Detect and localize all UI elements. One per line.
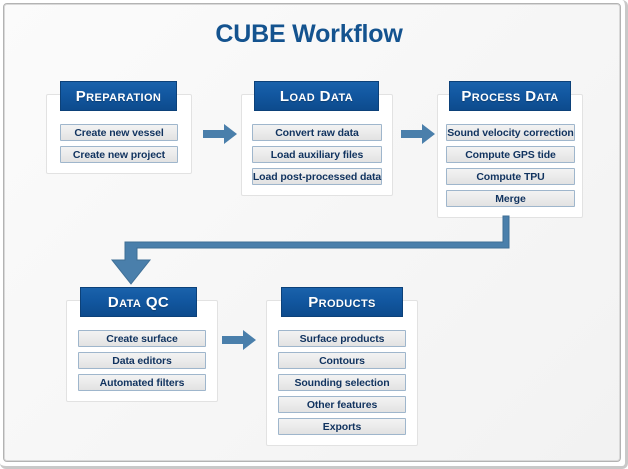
arrow-right-icon — [203, 124, 237, 144]
node-item-data-editors[interactable]: Data editors — [78, 352, 206, 369]
node-item-compute-tpu[interactable]: Compute TPU — [446, 168, 575, 185]
node-item-merge[interactable]: Merge — [446, 190, 575, 207]
node-item-other-features[interactable]: Other features — [278, 396, 406, 413]
node-header-data-qc[interactable]: Data QC — [80, 287, 197, 317]
arrow-right-icon — [222, 330, 256, 350]
arrow-right-icon — [401, 124, 435, 144]
node-header-preparation[interactable]: Preparation — [60, 81, 177, 111]
node-item-surface-products[interactable]: Surface products — [278, 330, 406, 347]
elbow-arrow-icon — [110, 215, 510, 285]
node-header-process-data[interactable]: Process Data — [449, 81, 571, 111]
node-header-products[interactable]: Products — [281, 287, 403, 317]
connector-process-data-to-data-qc — [110, 212, 520, 295]
node-item-compute-gps-tide[interactable]: Compute GPS tide — [446, 146, 575, 163]
node-item-sounding-selection[interactable]: Sounding selection — [278, 374, 406, 391]
node-header-load-data[interactable]: Load Data — [254, 81, 379, 111]
diagram-stage: CUBE Workflow Preparation Create new ves… — [46, 20, 583, 446]
node-item-create-new-vessel[interactable]: Create new vessel — [60, 124, 178, 141]
node-item-contours[interactable]: Contours — [278, 352, 406, 369]
connector-data-qc-to-products — [222, 328, 258, 357]
node-item-create-surface[interactable]: Create surface — [78, 330, 206, 347]
node-item-load-post-processed-data[interactable]: Load post-processed data — [252, 168, 382, 185]
node-item-automated-filters[interactable]: Automated filters — [78, 374, 206, 391]
connector-load-data-to-process-data — [401, 122, 437, 151]
node-item-exports[interactable]: Exports — [278, 418, 406, 435]
node-item-create-new-project[interactable]: Create new project — [60, 146, 178, 163]
page-title: CUBE Workflow — [215, 20, 403, 48]
node-item-sound-velocity-correction[interactable]: Sound velocity correction — [446, 124, 575, 141]
connector-preparation-to-load-data — [203, 122, 239, 151]
node-item-load-auxiliary-files[interactable]: Load auxiliary files — [252, 146, 382, 163]
node-item-convert-raw-data[interactable]: Convert raw data — [252, 124, 382, 141]
